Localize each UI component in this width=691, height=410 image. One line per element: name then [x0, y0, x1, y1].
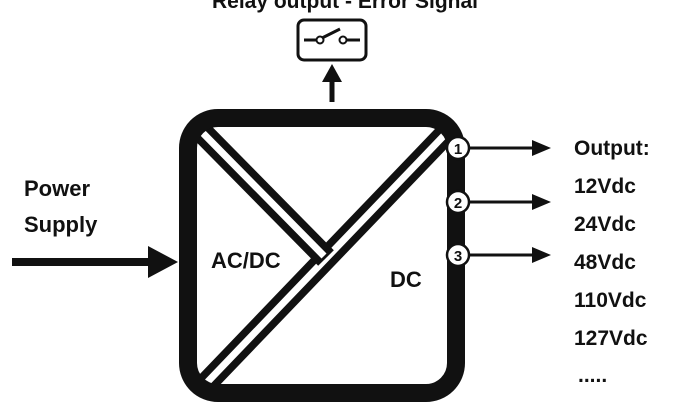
- output-voltage: 110Vdc: [574, 289, 647, 312]
- relay-caption: Relay output - Error Signal: [212, 0, 478, 13]
- output-1: 1: [445, 135, 551, 161]
- output-1-arrow-icon: [532, 140, 551, 156]
- more-outputs-indicator: .....: [578, 364, 607, 387]
- output-3: 3: [445, 242, 551, 268]
- relay-switch-icon: [296, 18, 368, 62]
- output-voltage: 48Vdc: [574, 251, 636, 274]
- output-3-arrow-icon: [532, 247, 551, 263]
- output-heading: Output:: [574, 137, 650, 160]
- input-arrow-icon: [12, 246, 178, 278]
- output-voltage: 24Vdc: [574, 213, 636, 236]
- converter-right-label: DC: [390, 267, 422, 292]
- output-voltage: 127Vdc: [574, 327, 648, 350]
- output-3-number: 3: [454, 248, 462, 265]
- output-2: 2: [445, 189, 551, 215]
- output-2-number: 2: [454, 195, 462, 212]
- relay-arrow-icon: [322, 64, 342, 102]
- input-label-supply: Supply: [24, 212, 98, 237]
- input-label-power: Power: [24, 176, 90, 201]
- converter-left-label: AC/DC: [211, 248, 281, 273]
- output-2-arrow-icon: [532, 194, 551, 210]
- output-1-number: 1: [454, 141, 462, 158]
- output-voltage: 12Vdc: [574, 175, 636, 198]
